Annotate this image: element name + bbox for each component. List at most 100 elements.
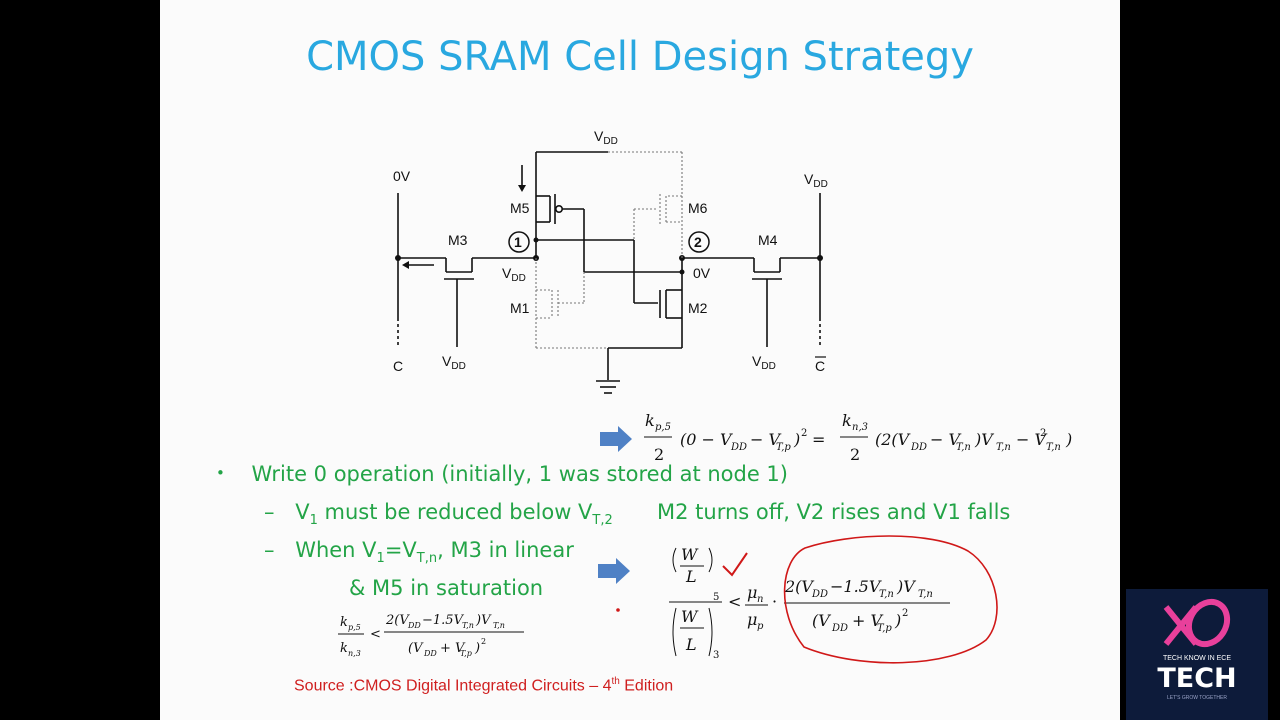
svg-text:2: 2 <box>654 445 664 464</box>
slide-title: CMOS SRAM Cell Design Strategy <box>306 34 974 80</box>
vdd-top-label: VDD <box>594 128 618 147</box>
right-bitline-vdd: VDD <box>804 171 828 190</box>
svg-text:T,n: T,n <box>493 621 505 630</box>
svg-text:L: L <box>685 635 697 654</box>
svg-text:)V: )V <box>475 613 492 628</box>
wl-ratio-equation: W L 5 W L 3 < μ n μ p · 2(V DD −1.5V T,n… <box>669 545 950 661</box>
svg-text:): ) <box>474 641 480 656</box>
svg-text:<: < <box>728 592 741 611</box>
svg-text:T,p: T,p <box>460 649 472 658</box>
svg-text:p,5: p,5 <box>348 623 361 632</box>
svg-text:T,n: T,n <box>1046 442 1061 453</box>
svg-text:2: 2 <box>801 428 807 439</box>
sram-circuit-diagram: 1 2 VDD 0V VDD M5 M6 M3 M4 VDD 0V M1 M2 … <box>338 128 1072 664</box>
red-dot <box>616 608 620 612</box>
left-bitline-voltage: 0V <box>393 168 411 184</box>
svg-text:5: 5 <box>713 592 719 603</box>
m4-gate-vdd: VDD <box>752 353 776 372</box>
svg-text:− V: − V <box>1016 430 1047 449</box>
svg-text:μ: μ <box>747 583 757 602</box>
svg-text:−1.5V: −1.5V <box>830 577 882 596</box>
svg-text:DD: DD <box>811 589 828 600</box>
source-citation: Source :CMOS Digital Integrated Circuits… <box>294 676 674 695</box>
svg-text:3: 3 <box>713 650 719 661</box>
svg-text:): ) <box>894 611 901 630</box>
svg-text:DD: DD <box>407 621 421 630</box>
svg-text:2: 2 <box>850 445 860 464</box>
m3-label: M3 <box>448 232 468 248</box>
svg-text:k: k <box>340 615 348 630</box>
svg-text:)V: )V <box>896 577 916 596</box>
bullet-main: • Write 0 operation (initially, 1 was st… <box>216 462 788 486</box>
svg-text:− V: − V <box>930 430 961 449</box>
svg-text:DD: DD <box>831 623 848 634</box>
svg-text:−1.5V: −1.5V <box>422 613 465 628</box>
svg-text:− V: − V <box>750 430 781 449</box>
svg-text:(2(V: (2(V <box>875 430 911 449</box>
svg-text:p: p <box>757 621 764 632</box>
svg-text:DD: DD <box>423 649 437 658</box>
svg-text:2: 2 <box>1040 428 1046 439</box>
svg-text:·: · <box>772 592 777 611</box>
svg-text:L: L <box>685 567 697 586</box>
node2-label: 2 <box>694 234 702 250</box>
svg-text:T,n: T,n <box>996 442 1011 453</box>
svg-text:)V: )V <box>974 430 994 449</box>
m4-label: M4 <box>758 232 778 248</box>
m6-label: M6 <box>688 200 708 216</box>
sub-bullet-2: – When V1=VT,n, M3 in linear <box>264 538 574 567</box>
logo-mark-icon <box>1163 598 1231 648</box>
svg-text:2(V: 2(V <box>385 613 410 628</box>
m2-label: M2 <box>688 300 708 316</box>
svg-text:DD: DD <box>910 442 927 453</box>
svg-text:DD: DD <box>730 442 747 453</box>
current-equation: k p,5 2 (0 − V DD − V T,p ) 2 = k n,3 2 … <box>644 411 1072 464</box>
svg-text:W: W <box>681 607 699 626</box>
node1-vdd-label: VDD <box>502 265 526 284</box>
svg-text:T,n: T,n <box>879 589 894 600</box>
svg-text:<: < <box>370 627 381 642</box>
arrow-icon-2 <box>598 558 630 584</box>
svg-text:): ) <box>793 430 800 449</box>
svg-text:): ) <box>1065 430 1072 449</box>
svg-text:2: 2 <box>481 637 486 646</box>
channel-logo: TECH KNOW IN ECE TECH LET'S GROW TOGETHE… <box>1126 589 1268 720</box>
svg-text:=: = <box>812 430 825 449</box>
svg-text:n,3: n,3 <box>852 422 868 433</box>
logo-subtext: LET'S GROW TOGETHER <box>1167 695 1227 701</box>
bitline-c-bar-label: C <box>815 358 825 374</box>
bitline-c-label: C <box>393 358 403 374</box>
svg-text:k: k <box>645 411 655 430</box>
logo-word: TECH <box>1157 663 1237 694</box>
k-ratio-equation: k p,5 k n,3 < 2(V DD −1.5V T,n )V T,n (V… <box>338 613 524 658</box>
svg-text:μ: μ <box>747 610 757 629</box>
svg-text:2: 2 <box>902 608 908 619</box>
svg-text:T,n: T,n <box>462 621 474 630</box>
svg-text:T,n: T,n <box>956 442 971 453</box>
m3-gate-vdd: VDD <box>442 353 466 372</box>
svg-text:T,p: T,p <box>776 442 791 453</box>
node2-voltage-label: 0V <box>693 265 711 281</box>
logo-tagline: TECH KNOW IN ECE <box>1162 655 1232 662</box>
checkmark-icon <box>722 552 748 577</box>
svg-text:k: k <box>842 411 852 430</box>
svg-text:(0 − V: (0 − V <box>680 430 733 449</box>
svg-text:n: n <box>757 594 763 605</box>
m5-label: M5 <box>510 200 530 216</box>
svg-text:(V: (V <box>812 611 831 630</box>
node1-label: 1 <box>514 234 522 250</box>
svg-text:n,3: n,3 <box>348 649 361 658</box>
arrow-icon <box>600 426 632 452</box>
svg-text:+ V: + V <box>440 641 466 656</box>
svg-text:+ V: + V <box>852 611 883 630</box>
svg-text:2(V: 2(V <box>784 577 814 596</box>
svg-text:T,p: T,p <box>877 623 892 634</box>
svg-text:W: W <box>681 545 699 564</box>
svg-text:T,n: T,n <box>918 589 933 600</box>
svg-text:k: k <box>340 641 348 656</box>
m1-label: M1 <box>510 300 530 316</box>
slide: CMOS SRAM Cell Design Strategy <box>160 0 1120 720</box>
svg-text:(V: (V <box>408 641 424 656</box>
red-highlight-circle <box>783 535 998 664</box>
sub-bullet-1: – V1 must be reduced below VT,2 <box>264 500 613 529</box>
